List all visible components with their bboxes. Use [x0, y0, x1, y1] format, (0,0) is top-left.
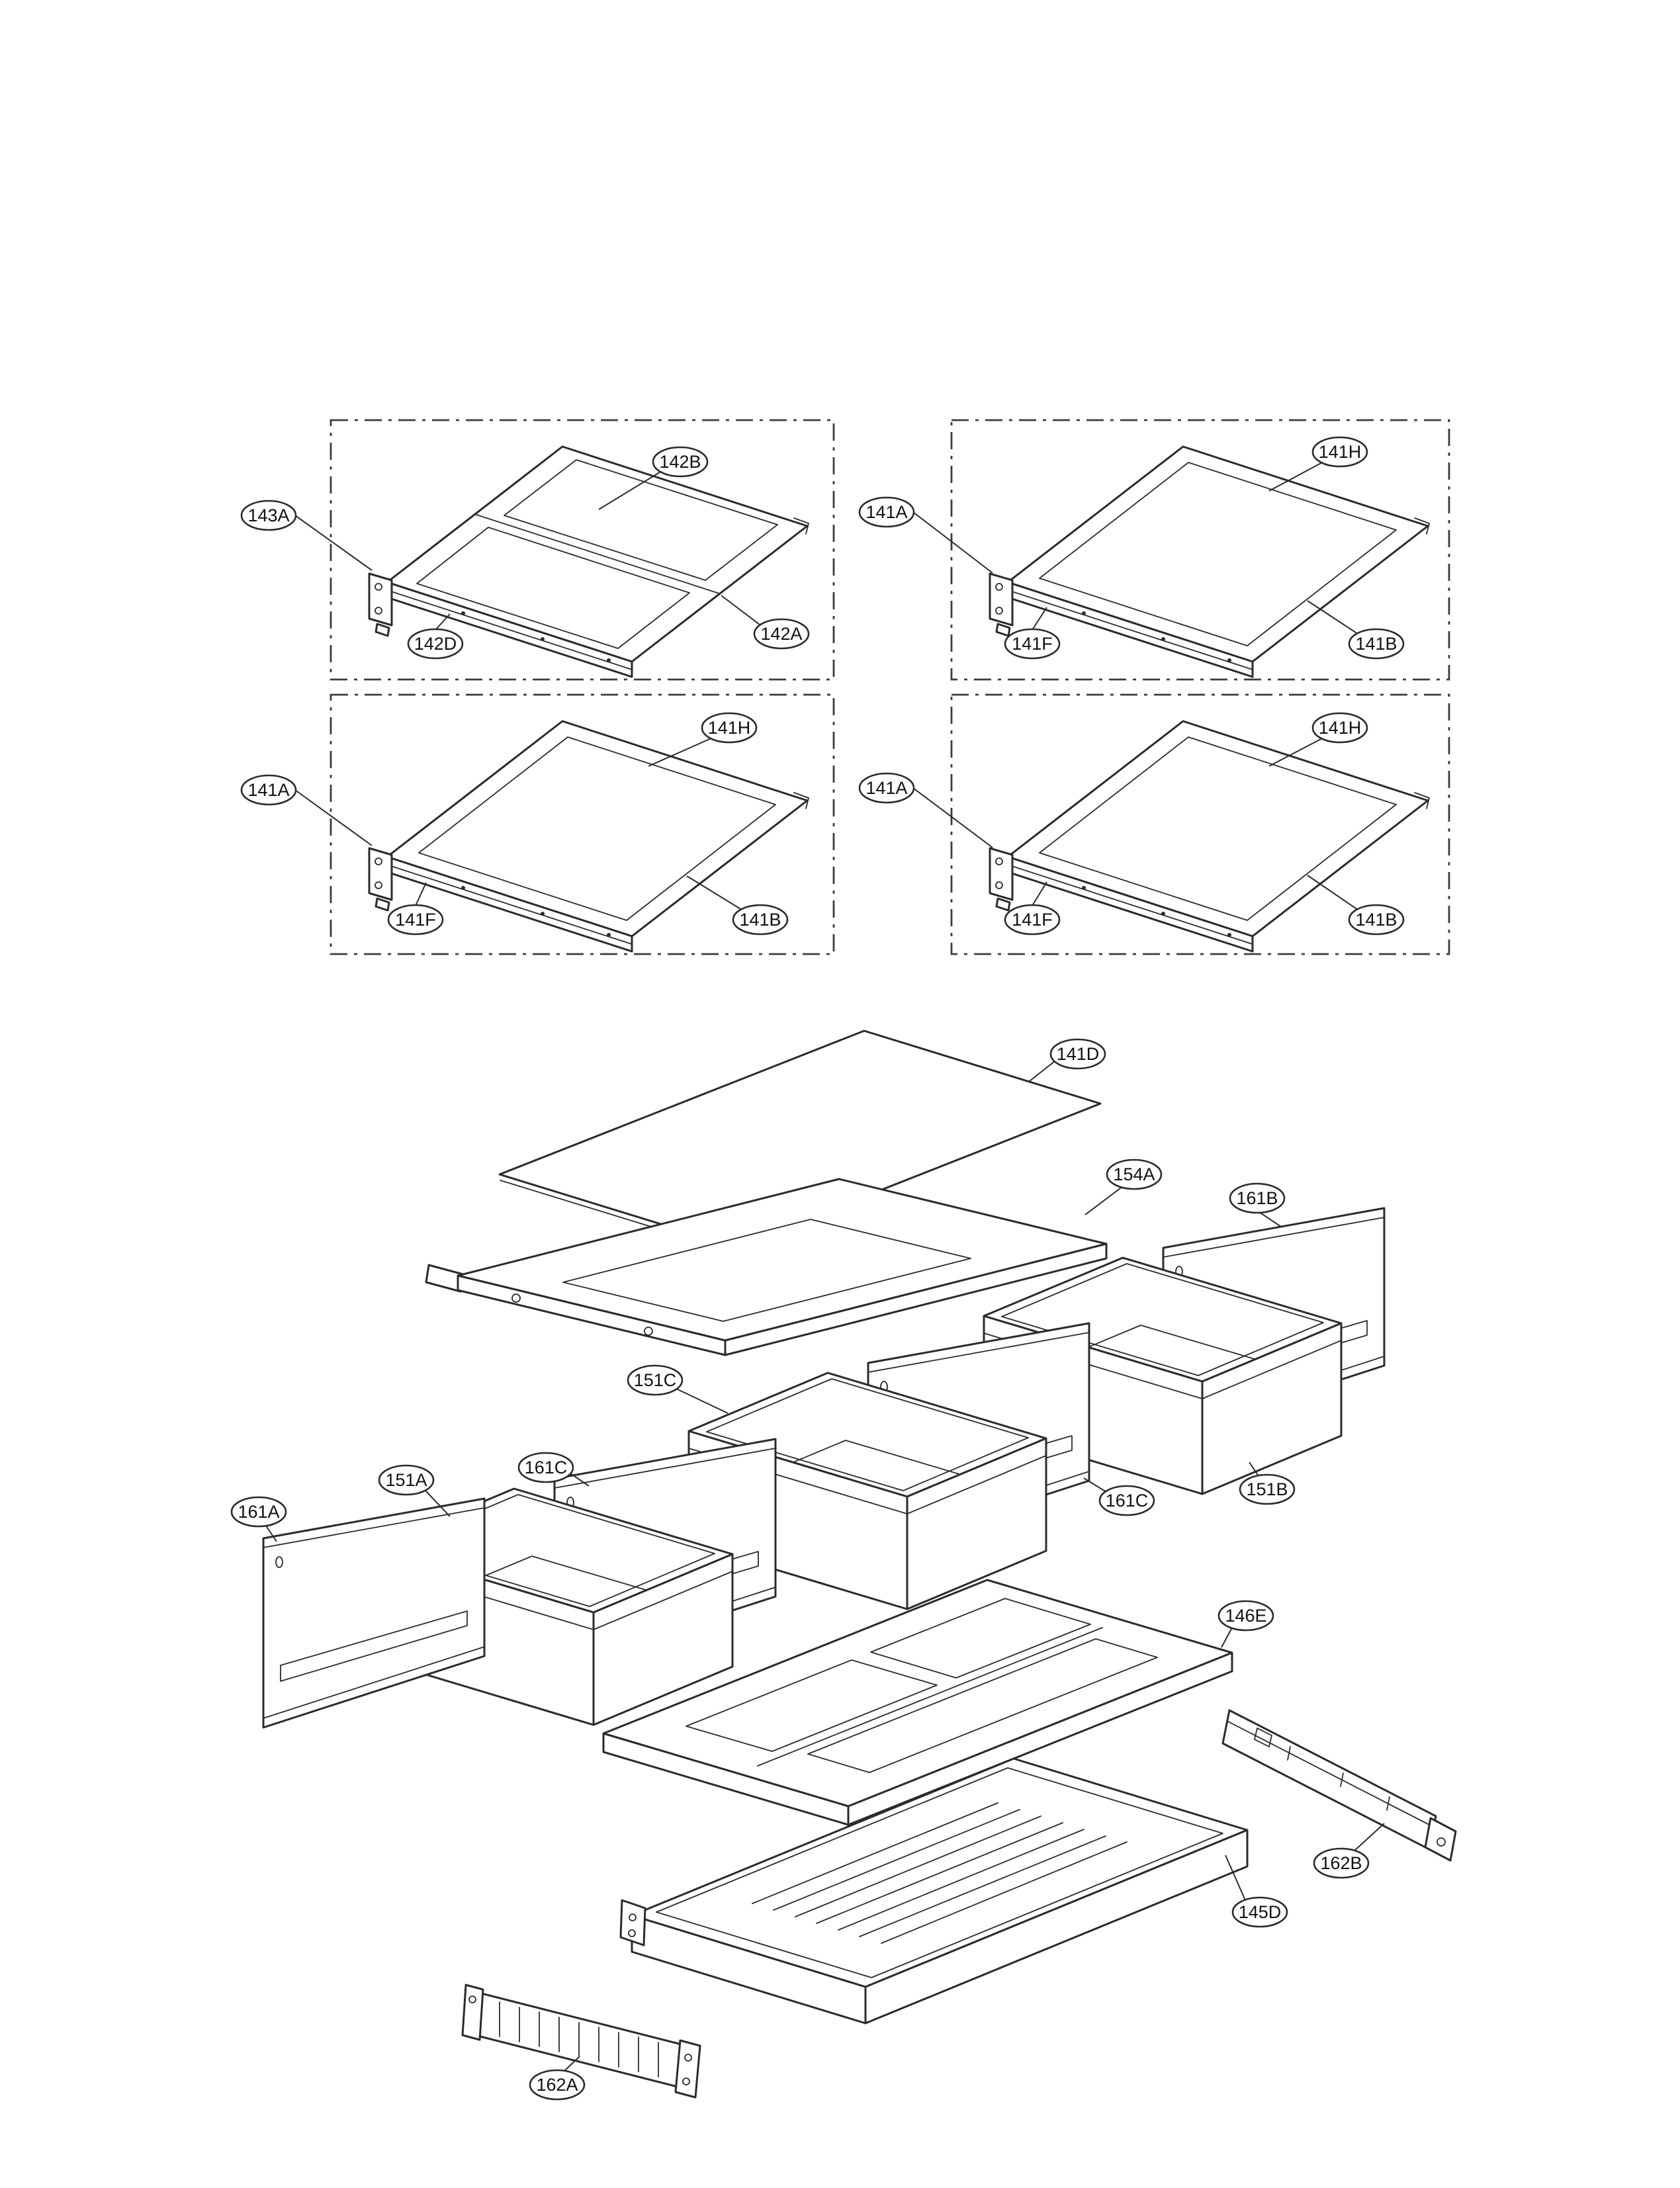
svg-text:162A: 162A — [536, 2075, 578, 2095]
shelf-frame-154A — [425, 1178, 1108, 1356]
svg-text:141A: 141A — [865, 502, 907, 522]
svg-text:151B: 151B — [1246, 1479, 1288, 1499]
svg-text:142B: 142B — [659, 452, 701, 472]
svg-text:142A: 142A — [760, 624, 802, 644]
svg-text:161C: 161C — [1106, 1491, 1149, 1510]
rail-162B — [1221, 1709, 1457, 1862]
svg-text:141H: 141H — [708, 718, 751, 738]
callout-141H-box4[interactable]: 141H — [1268, 712, 1368, 767]
callout-151B[interactable]: 151B — [1239, 1462, 1296, 1505]
tray-cover-146E — [602, 1579, 1233, 1826]
svg-text:141A: 141A — [865, 778, 907, 798]
callout-162A[interactable]: 162A — [529, 2056, 586, 2101]
grille-162A — [461, 1984, 701, 2099]
svg-text:141F: 141F — [1012, 634, 1053, 654]
callout-161A[interactable]: 161A — [230, 1496, 287, 1542]
svg-text:141F: 141F — [395, 910, 436, 930]
svg-text:141B: 141B — [1355, 910, 1397, 930]
callout-142A[interactable]: 142A — [721, 595, 810, 650]
svg-text:141F: 141F — [1012, 910, 1053, 930]
folding-shelf-assembly-142 — [368, 445, 809, 678]
callout-151C[interactable]: 151C — [627, 1364, 729, 1414]
callout-143A[interactable]: 143A — [240, 500, 373, 571]
svg-text:141B: 141B — [739, 910, 781, 930]
svg-text:161B: 161B — [1236, 1188, 1278, 1208]
svg-text:141D: 141D — [1057, 1044, 1100, 1064]
svg-text:161A: 161A — [238, 1502, 279, 1522]
callout-161C-left[interactable]: 161C — [517, 1452, 590, 1487]
inset-box-3 — [330, 693, 835, 955]
inset-box-1 — [330, 419, 835, 681]
inset-box-2 — [950, 419, 1450, 681]
callout-151A[interactable]: 151A — [378, 1464, 451, 1517]
callout-142B[interactable]: 142B — [598, 446, 709, 510]
svg-text:146E: 146E — [1225, 1606, 1266, 1626]
callout-141H-box3[interactable]: 141H — [648, 712, 758, 767]
callout-141B-box2[interactable]: 141B — [1307, 600, 1405, 660]
svg-text:141B: 141B — [1355, 634, 1397, 654]
callout-141A-box3[interactable]: 141A — [240, 774, 373, 846]
callout-142D[interactable]: 142D — [407, 613, 464, 660]
callout-154A[interactable]: 154A — [1084, 1159, 1163, 1215]
svg-text:141H: 141H — [1319, 442, 1362, 462]
callout-141D[interactable]: 141D — [1029, 1038, 1106, 1082]
callout-161C-right[interactable]: 161C — [1083, 1477, 1155, 1516]
svg-text:145D: 145D — [1239, 1902, 1282, 1922]
callout-162B[interactable]: 162B — [1313, 1823, 1385, 1879]
callout-141F-box3[interactable]: 141F — [387, 882, 444, 936]
svg-text:142D: 142D — [414, 634, 457, 654]
svg-text:151A: 151A — [385, 1470, 427, 1490]
callout-141H-box2[interactable]: 141H — [1268, 436, 1368, 492]
callout-141B-box4[interactable]: 141B — [1307, 875, 1405, 936]
svg-text:162B: 162B — [1320, 1853, 1362, 1873]
callout-141A-box2[interactable]: 141A — [858, 496, 993, 574]
inset-box-4 — [950, 693, 1450, 955]
svg-text:141H: 141H — [1319, 718, 1362, 738]
callout-141F-box2[interactable]: 141F — [1004, 607, 1061, 660]
callout-161B[interactable]: 161B — [1229, 1182, 1286, 1227]
svg-text:141A: 141A — [247, 780, 289, 800]
callout-141F-box4[interactable]: 141F — [1004, 881, 1061, 936]
svg-text:154A: 154A — [1113, 1164, 1155, 1184]
svg-text:161C: 161C — [525, 1458, 568, 1477]
svg-text:151C: 151C — [634, 1370, 677, 1390]
callout-141B-box3[interactable]: 141B — [686, 875, 789, 936]
bottom-drawer-145D — [619, 1757, 1249, 2025]
svg-text:143A: 143A — [247, 505, 289, 525]
callout-145D[interactable]: 145D — [1225, 1855, 1288, 1928]
callout-141A-box4[interactable]: 141A — [858, 772, 993, 848]
callout-146E[interactable]: 146E — [1217, 1600, 1274, 1648]
cover-panel-161A — [262, 1497, 486, 1729]
